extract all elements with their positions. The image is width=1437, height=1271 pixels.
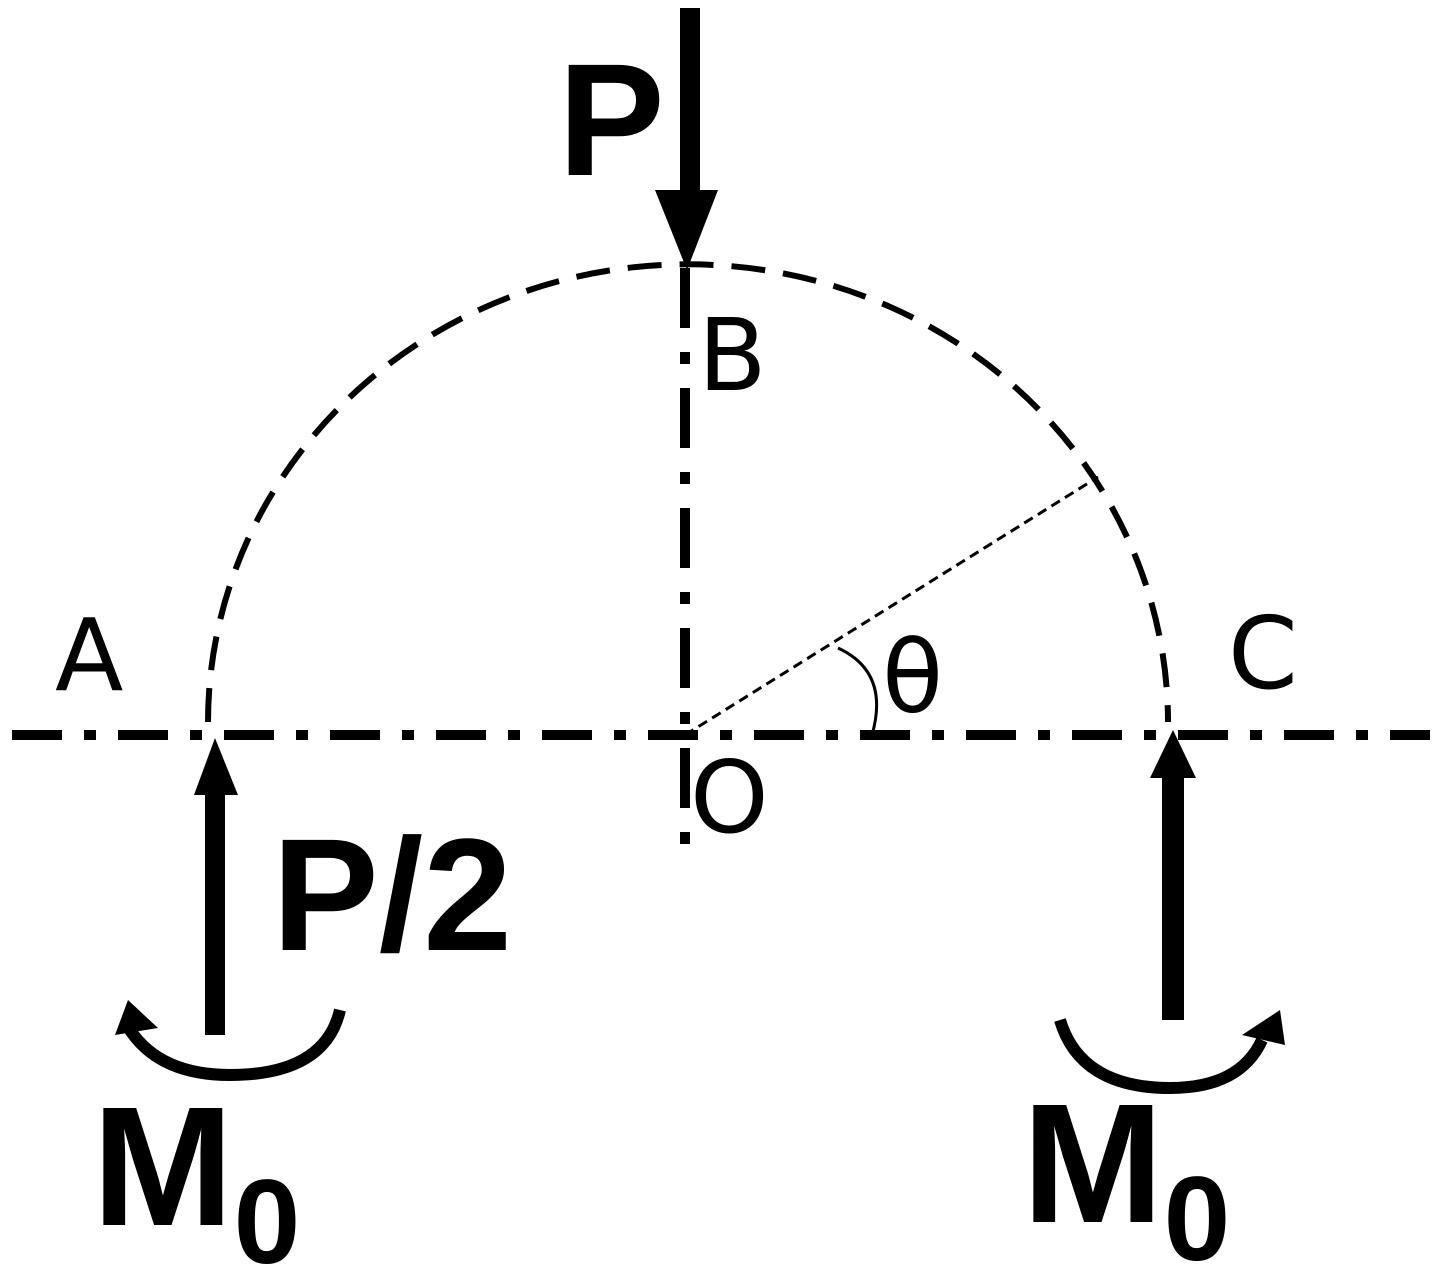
radius-line (684, 475, 1099, 737)
moment-left-symbol: M (92, 1072, 234, 1262)
label-theta: θ (882, 619, 943, 736)
label-c: C (1228, 595, 1298, 712)
reaction-arrow-left (194, 738, 238, 1035)
moment-right-subscript: 0 (1164, 1152, 1231, 1271)
label-moment-left: M0 (92, 1072, 300, 1271)
label-a: A (55, 597, 123, 714)
label-o: O (690, 739, 769, 856)
moment-arc-right (1054, 1010, 1285, 1095)
moment-arc-left (115, 1000, 346, 1082)
label-load-p: P (558, 30, 665, 209)
label-moment-right: M0 (1022, 1069, 1230, 1271)
load-arrow-p (655, 8, 718, 270)
reaction-arrow-right (1150, 730, 1196, 1020)
label-reaction-p-half: P/2 (272, 805, 512, 984)
label-b: B (698, 297, 767, 414)
angle-arc (837, 646, 879, 736)
moment-right-symbol: M (1022, 1069, 1164, 1259)
moment-left-subscript: 0 (234, 1155, 301, 1271)
